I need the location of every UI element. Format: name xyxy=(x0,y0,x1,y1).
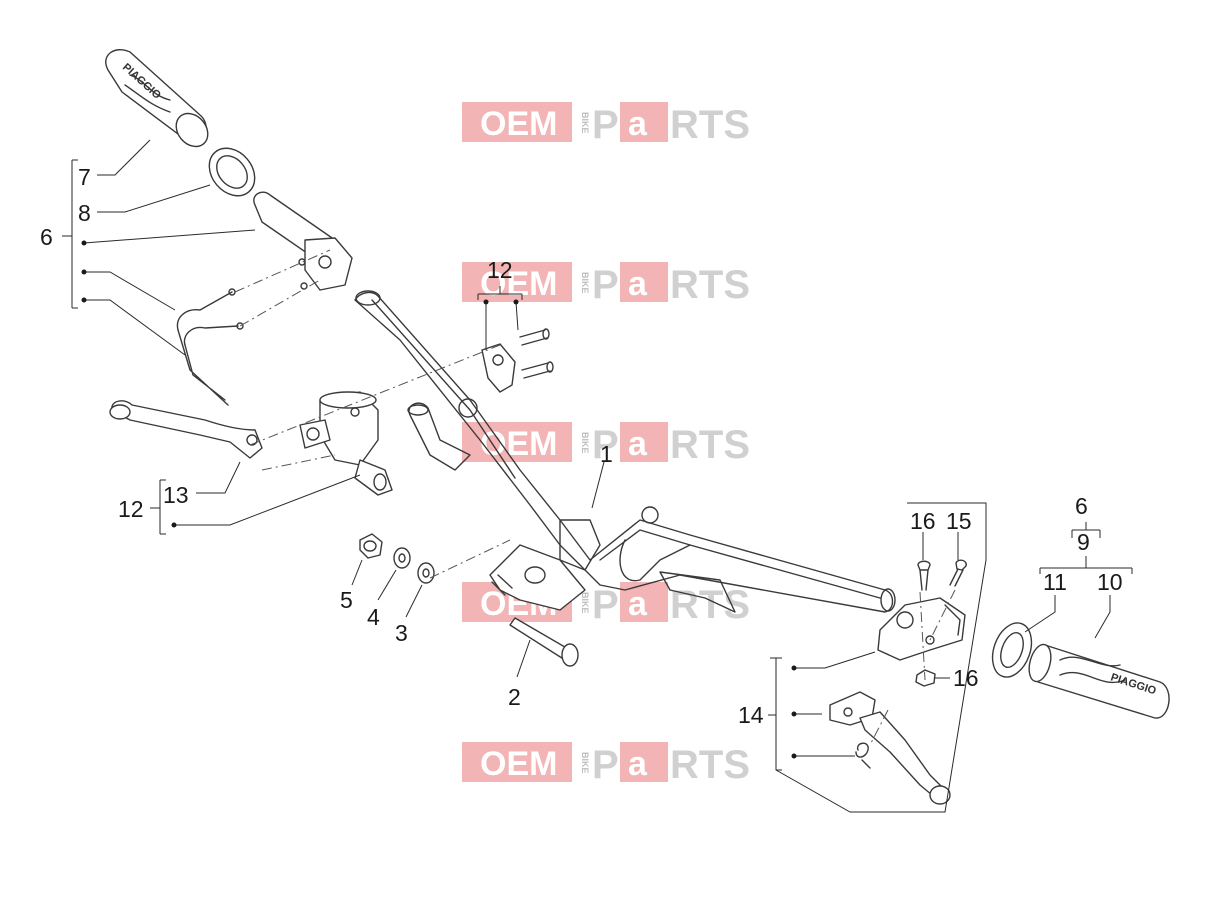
svg-text:a: a xyxy=(628,105,648,143)
callout-1: 1 xyxy=(600,441,613,467)
lower-clamp-bracket xyxy=(489,544,586,611)
svg-text:RTS: RTS xyxy=(670,263,750,307)
callout-4: 4 xyxy=(367,604,380,630)
callout-15: 15 xyxy=(946,508,972,534)
left-grip: PIAGGIO xyxy=(105,49,209,148)
callout-7: 7 xyxy=(78,164,91,190)
watermark-2: OEM BIKE P a RTS xyxy=(462,262,750,307)
svg-text:RTS: RTS xyxy=(670,423,750,467)
callout-10: 10 xyxy=(1097,569,1123,595)
svg-text:OEM: OEM xyxy=(480,265,557,303)
svg-text:BIKE: BIKE xyxy=(580,752,590,774)
master-cylinder xyxy=(299,391,393,496)
callout-6-right: 6 xyxy=(1075,493,1088,519)
svg-text:a: a xyxy=(628,425,648,463)
callout-5: 5 xyxy=(340,587,353,613)
callout-14: 14 xyxy=(738,702,764,728)
svg-text:BIKE: BIKE xyxy=(580,112,590,134)
screw-15 xyxy=(949,559,967,587)
bolt-2 xyxy=(509,617,579,667)
svg-text:RTS: RTS xyxy=(670,583,750,627)
svg-text:BIKE: BIKE xyxy=(580,592,590,614)
callout-16-bottom: 16 xyxy=(953,665,979,691)
callout-16-top: 16 xyxy=(910,508,936,534)
svg-text:P: P xyxy=(592,583,619,627)
nut-5 xyxy=(359,533,383,559)
callout-11: 11 xyxy=(1043,569,1067,595)
throttle-assembly xyxy=(253,191,353,291)
callout-8: 8 xyxy=(78,200,91,226)
handlebar-clamp xyxy=(481,328,554,393)
left-brake-lever xyxy=(109,400,263,459)
svg-text:P: P xyxy=(592,423,619,467)
throttle-cables xyxy=(176,288,244,406)
svg-text:OEM: OEM xyxy=(480,105,557,143)
lever-spring xyxy=(855,742,871,769)
svg-text:P: P xyxy=(592,103,619,147)
nut-16-bottom xyxy=(915,669,936,687)
alignment-lines xyxy=(234,249,956,746)
right-grip: PIAGGIO xyxy=(1028,643,1170,719)
callout-13: 13 xyxy=(163,482,189,508)
callout-labels: 7 8 6 12 13 12 1 5 4 3 2 14 16 15 16 6 9… xyxy=(40,164,1123,728)
right-brake-lever xyxy=(829,691,951,805)
svg-text:OEM: OEM xyxy=(480,745,557,783)
svg-text:RTS: RTS xyxy=(670,103,750,147)
right-grip-ring xyxy=(991,622,1033,678)
svg-text:a: a xyxy=(628,745,648,783)
washer-3 xyxy=(417,562,435,584)
callout-2: 2 xyxy=(508,684,521,710)
svg-text:a: a xyxy=(628,585,648,623)
watermark-1: OEM BIKE P a RTS xyxy=(462,102,750,147)
handlebar-tube xyxy=(354,290,896,613)
svg-text:a: a xyxy=(628,265,648,303)
svg-text:RTS: RTS xyxy=(670,743,750,787)
callout-3: 3 xyxy=(395,620,408,646)
bullet-dots xyxy=(81,240,797,759)
svg-text:BIKE: BIKE xyxy=(580,432,590,454)
callout-12-clamp: 12 xyxy=(487,257,513,283)
washer-4 xyxy=(393,547,411,569)
watermark-5: OEM BIKE P a RTS xyxy=(462,742,750,787)
svg-text:BIKE: BIKE xyxy=(580,272,590,294)
callout-6-left: 6 xyxy=(40,224,53,250)
svg-text:P: P xyxy=(592,743,619,787)
left-grip-ring xyxy=(208,147,256,197)
callout-12-lever: 12 xyxy=(118,496,144,522)
leaders xyxy=(62,139,1133,813)
screw-16-top xyxy=(917,560,931,591)
callout-9: 9 xyxy=(1077,529,1090,555)
svg-text:P: P xyxy=(592,263,619,307)
